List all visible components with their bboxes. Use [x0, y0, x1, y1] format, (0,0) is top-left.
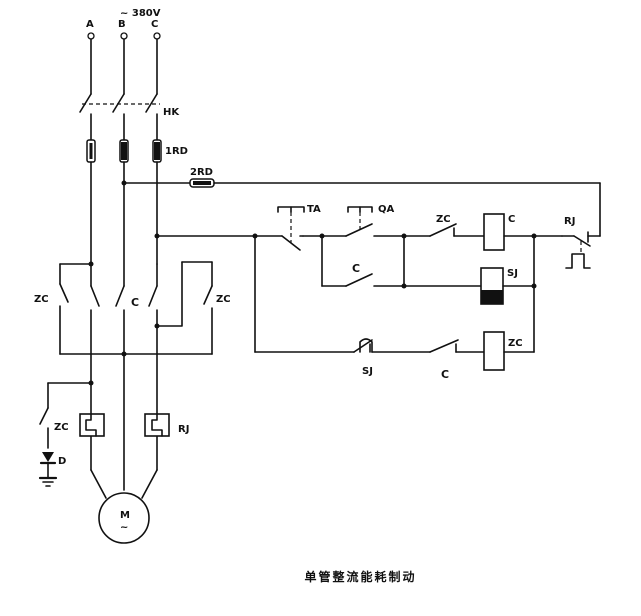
- brake-contactor-coil-label: ZC: [508, 338, 523, 349]
- run-contactor-coil: [483, 213, 505, 251]
- brake-interlock-label: ZC: [436, 214, 451, 225]
- stop-button-ta: [254, 206, 323, 251]
- diagram-caption: 单管整流能耗制动: [304, 570, 417, 584]
- run-interlock-contact-label: C: [441, 368, 449, 381]
- brake-contacts-left: [59, 261, 94, 355]
- thermal-relay-contact-label: RJ: [564, 216, 575, 227]
- thermal-heater-left: [79, 413, 105, 437]
- phase-a-label: A: [86, 19, 94, 30]
- self-hold-contact-c: [321, 235, 405, 287]
- stop-button-label: TA: [307, 204, 321, 215]
- run-interlock-contact-c: [429, 339, 485, 353]
- thermal-heater-right: [144, 413, 170, 437]
- run-main-contacts: [90, 285, 158, 491]
- time-relay-contact-sj: [353, 338, 431, 353]
- terminal-b: [120, 32, 128, 40]
- run-contactor-label: C: [508, 214, 515, 225]
- motor-ac-symbol: ~: [120, 522, 128, 533]
- terminal-a: [87, 32, 95, 40]
- main-switch-label: HK: [163, 107, 180, 118]
- phase-c-label: C: [151, 19, 158, 30]
- main-fuses-1rd: [86, 139, 162, 163]
- motor: [98, 492, 150, 544]
- time-relay-coil-sj: [480, 267, 504, 305]
- brake-contacts-right-label: ZC: [216, 294, 231, 305]
- brake-contacts-left-label: ZC: [34, 294, 49, 305]
- control-fuse-label: 2RD: [190, 167, 213, 178]
- time-relay-contact-label: SJ: [362, 366, 373, 377]
- phase-b-label: B: [118, 19, 126, 30]
- rectifier-contact-label: ZC: [54, 422, 69, 433]
- rectifier-branch: [39, 380, 94, 449]
- supply-voltage-label: ~ 380V: [120, 8, 161, 19]
- diode-label: D: [58, 456, 66, 467]
- motor-label: M: [120, 510, 130, 521]
- time-relay-coil-label: SJ: [507, 268, 518, 279]
- motor-leads: [90, 469, 158, 499]
- run-main-contacts-label: C: [131, 296, 139, 309]
- brake-interlock-zc: [403, 223, 485, 237]
- brake-contactor-coil: [483, 331, 505, 371]
- start-button-qa: [321, 206, 405, 237]
- phase-lines-top: [90, 38, 158, 95]
- thermal-relay-contact-rj: [561, 231, 601, 269]
- thermal-relay-label: RJ: [178, 424, 189, 435]
- start-button-label: QA: [378, 204, 395, 215]
- terminal-c: [153, 32, 161, 40]
- main-fuse-label: 1RD: [165, 146, 188, 157]
- main-switch-hk: [79, 93, 160, 141]
- brake-contacts-right: [154, 261, 213, 355]
- diode-d: [38, 452, 58, 487]
- self-hold-contact-label: C: [352, 262, 360, 275]
